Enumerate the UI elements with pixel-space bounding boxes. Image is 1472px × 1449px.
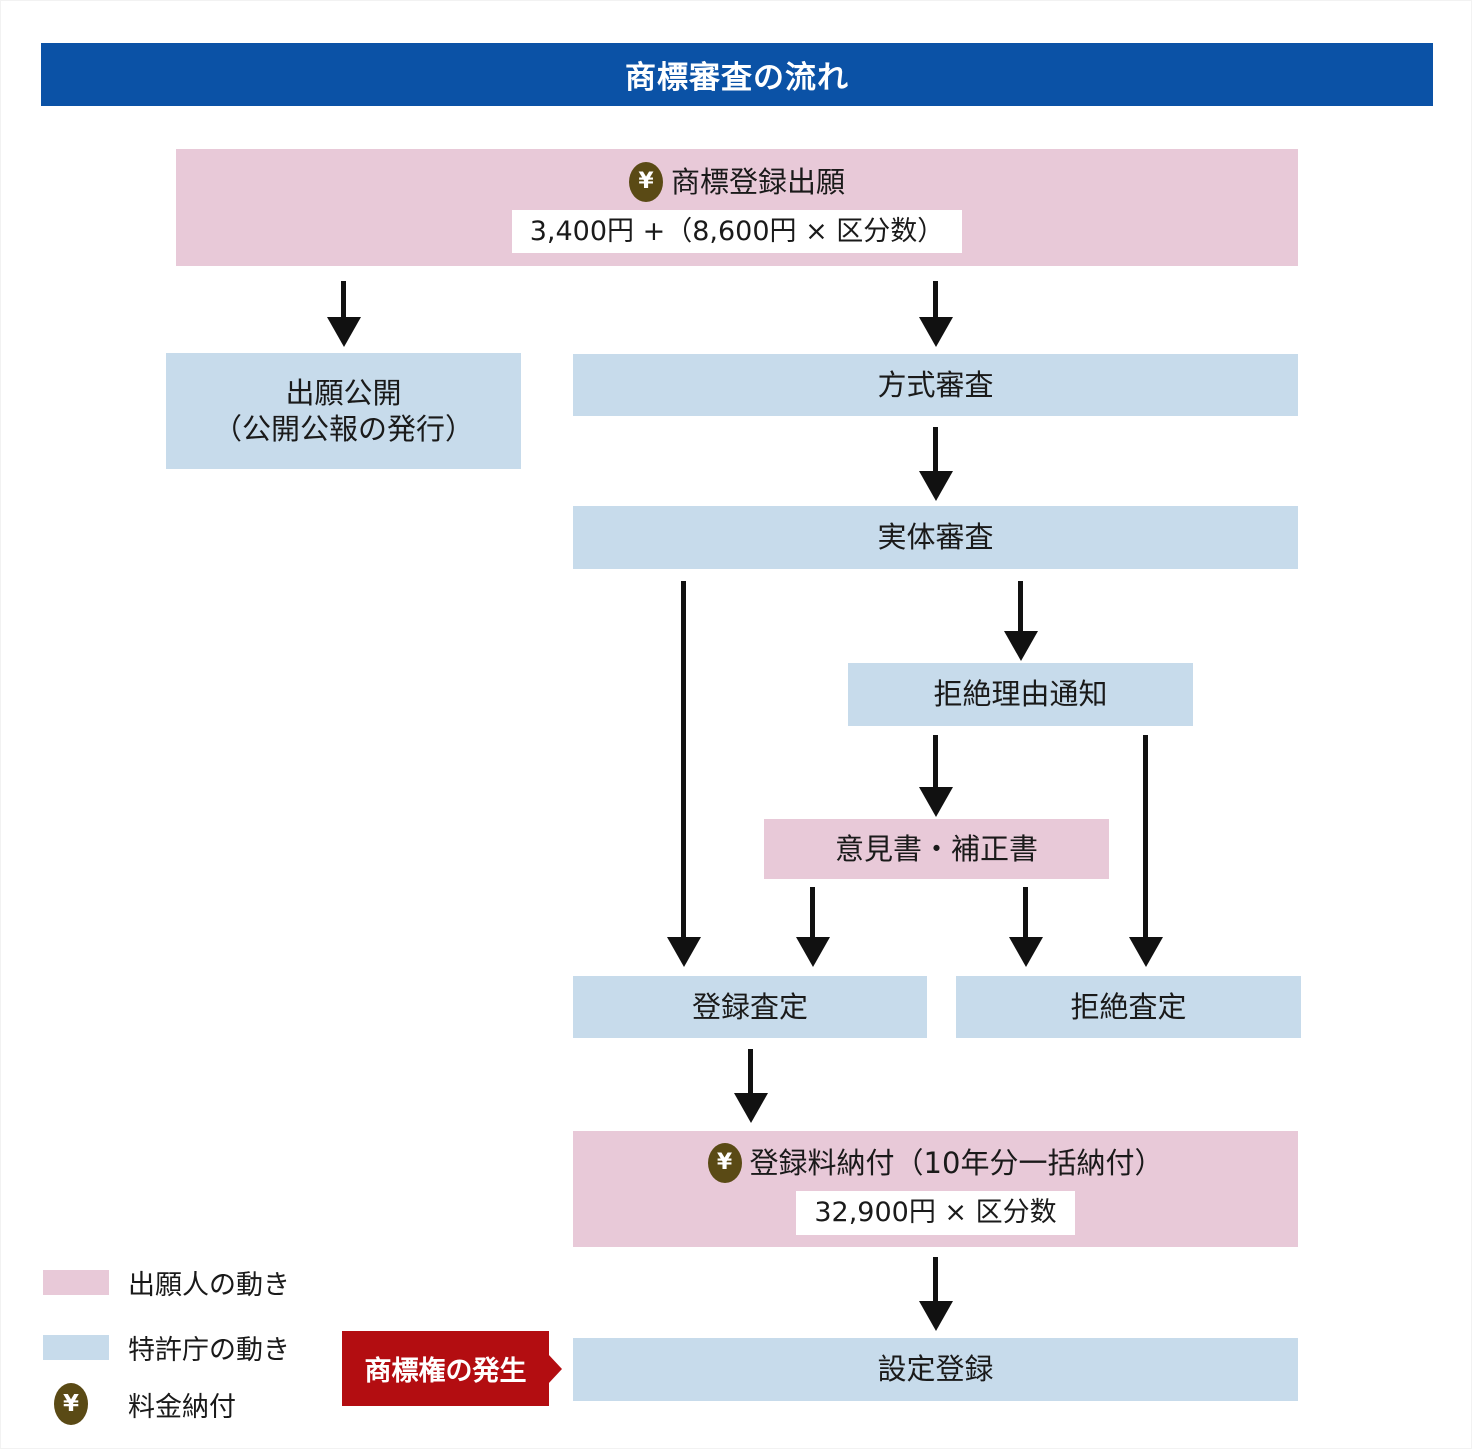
node-establishment-registration: 設定登録 [573, 1338, 1298, 1401]
fee-payment-label: 登録料納付（10年分一括納付） [749, 1146, 1164, 1180]
fee-payment-label-row: ¥ 登録料納付（10年分一括納付） [707, 1143, 1164, 1184]
trademark-right-callout: 商標権の発生 [342, 1331, 549, 1406]
legend-office-actions: 特許庁の動き [43, 1328, 290, 1367]
legend-fee-payment: ¥ 料金納付 [54, 1383, 236, 1425]
legend-fee-label: 料金納付 [128, 1391, 236, 1423]
node-trademark-filing: ¥ 商標登録出願 3,400円 +（8,600円 × 区分数） [176, 149, 1298, 266]
arrow-registration-decision-to-fee-payment [748, 1049, 753, 1093]
office-color-swatch [43, 1335, 109, 1360]
node-application-publication: 出願公開 （公開公報の発行） [166, 353, 521, 469]
node-refusal-decision: 拒絶査定 [956, 976, 1301, 1038]
node-substantive-examination: 実体審査 [573, 506, 1298, 569]
filing-fee-amount: 3,400円 +（8,600円 × 区分数） [511, 209, 963, 254]
node-opinion-amendment: 意見書・補正書 [764, 819, 1109, 879]
publication-label-line1: 出願公開 [285, 375, 402, 410]
page-title: 商標審査の流れ [41, 43, 1433, 106]
arrow-refusal-notice-to-refusal-decision [1143, 735, 1148, 937]
arrow-substantive-to-registration-decision [681, 581, 686, 937]
publication-label-line2: （公開公報の発行） [212, 412, 474, 446]
legend-applicant-actions: 出願人の動き [43, 1263, 290, 1302]
applicant-color-swatch [43, 1270, 109, 1295]
node-refusal-reason-notice: 拒絶理由通知 [848, 663, 1193, 726]
yen-legend-icon: ¥ [54, 1383, 88, 1425]
arrow-opinion-to-registration-decision [810, 887, 815, 937]
arrow-filing-to-formality [933, 281, 938, 317]
yen-fee-icon: ¥ [628, 161, 663, 202]
filing-label: 商標登録出願 [670, 164, 845, 199]
node-registration-fee-payment: ¥ 登録料納付（10年分一括納付） 32,900円 × 区分数 [573, 1131, 1298, 1247]
arrow-fee-payment-to-establishment [933, 1257, 938, 1301]
node-formality-examination: 方式審査 [573, 354, 1298, 416]
fee-payment-amount: 32,900円 × 区分数 [796, 1191, 1075, 1235]
node-registration-decision: 登録査定 [573, 976, 927, 1038]
filing-label-row: ¥ 商標登録出願 [628, 161, 845, 202]
legend-applicant-label: 出願人の動き [128, 1270, 290, 1301]
arrow-formality-to-substantive [933, 427, 938, 471]
arrow-substantive-to-refusal-notice [1018, 581, 1023, 631]
arrow-refusal-notice-to-opinion [933, 735, 938, 787]
yen-fee-icon: ¥ [707, 1143, 742, 1184]
arrow-opinion-to-refusal-decision [1023, 887, 1028, 937]
legend-office-label: 特許庁の動き [128, 1335, 290, 1366]
arrow-filing-to-publication [341, 281, 346, 317]
